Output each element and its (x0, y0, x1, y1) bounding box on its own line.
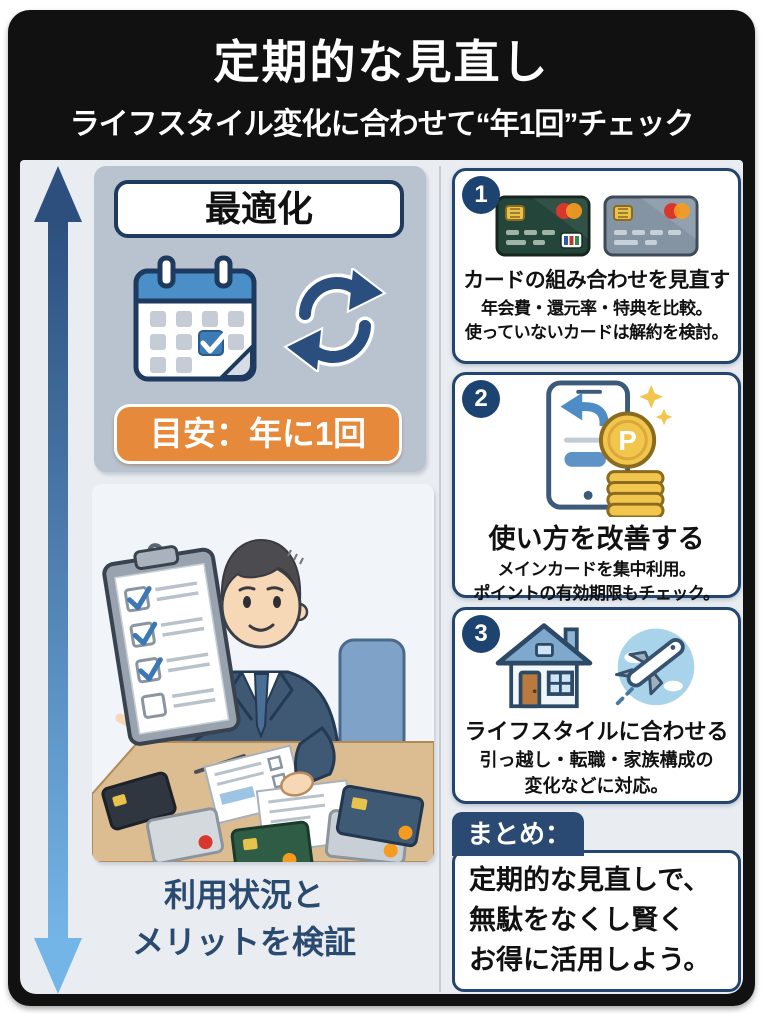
refresh-cycle-icon (283, 268, 387, 372)
timeline-arrow-icon (34, 166, 82, 994)
step-2-body: メインカードを集中利用。 ポイントの有効期限もチェック。 (473, 560, 720, 604)
page-subtitle: ライフスタイル変化に合わせて“年1回”チェック (69, 108, 695, 141)
phone-points-icon: P (545, 380, 672, 517)
verification-caption: 利用状況と メリットを検証 (48, 872, 440, 967)
step-2-number-badge: 2 (462, 380, 500, 418)
step-3-body: 引っ越し・転職・家族構成の 変化などに対応。 (479, 750, 714, 796)
step-card-1: 1 (452, 168, 741, 364)
summary-line1: 定期的な見直しで、 (469, 865, 711, 895)
airplane-icon (614, 628, 694, 706)
summary-line2: 無駄をなくし賢く (469, 904, 685, 935)
column-divider (439, 166, 441, 992)
step-1-number-badge: 1 (462, 176, 500, 214)
illustration-box (92, 484, 434, 862)
content-area: 最適化 (20, 160, 743, 994)
optimization-panel: 最適化 (94, 166, 426, 472)
step-1-title: カードの組み合わせを見直す (463, 269, 730, 292)
step-card-3: 3 (452, 607, 741, 804)
header: 定期的な見直し ライフスタイル変化に合わせて“年1回”チェック (8, 10, 755, 143)
man-reviewing-checklist-illustration (92, 484, 434, 862)
page-title: 定期的な見直し (213, 36, 550, 88)
verification-line1: 利用状況と (163, 877, 324, 913)
house-icon (495, 623, 592, 709)
summary-box: 定期的な見直しで、 無駄をなくし賢く お得に活用しよう。 (452, 850, 741, 992)
credit-card-green-icon (495, 195, 590, 257)
pace-badge: 目安：年に1回 (114, 404, 402, 464)
svg-text:P: P (618, 425, 636, 456)
optimization-title: 最適化 (114, 180, 404, 238)
summary-tab: まとめ： (452, 812, 584, 856)
verification-line2: メリットを検証 (131, 924, 356, 961)
calendar-check-icon (133, 255, 257, 382)
step-2-title: 使い方を改善する (488, 524, 705, 554)
step-3-title: ライフスタイルに合わせる (464, 719, 729, 744)
step-card-2: 2 (452, 372, 741, 603)
step-1-body: 年会費・還元率・特典を比較。 使っていないカードは解約を検討。 (464, 299, 729, 343)
step-3-number-badge: 3 (462, 615, 500, 653)
infographic-frame: 定期的な見直し ライフスタイル変化に合わせて“年1回”チェック 最適化 (8, 10, 755, 1006)
credit-card-gray-icon (603, 195, 698, 257)
summary-line3: お得に活用しよう。 (469, 944, 711, 975)
